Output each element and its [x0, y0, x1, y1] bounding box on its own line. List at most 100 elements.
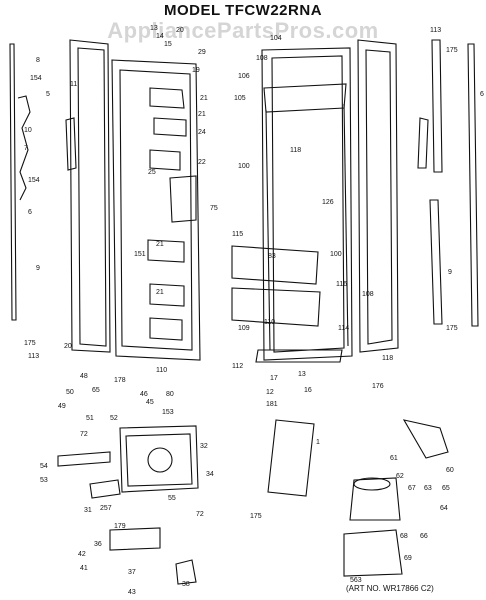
dairy-door: [263, 83, 347, 113]
callout-label: 29: [198, 49, 206, 56]
callout-label: 14: [156, 33, 164, 40]
callout-label: 178: [114, 377, 126, 384]
callout-label: 50: [66, 389, 74, 396]
callout-label: 100: [330, 251, 342, 258]
callout-label: 175: [446, 325, 458, 332]
callout-label: 83: [268, 253, 276, 260]
callout-label: 12: [266, 389, 274, 396]
freezer-door-liner: [111, 59, 201, 361]
callout-label: 15: [164, 41, 172, 48]
callout-label: 36: [94, 541, 102, 548]
callout-label: 31: [84, 507, 92, 514]
bottom-door-bin: [255, 349, 343, 363]
callout-label: 108: [256, 55, 268, 62]
callout-label: 114: [338, 325, 349, 332]
callout-label: 9: [448, 269, 452, 276]
callout-label: 43: [128, 589, 136, 596]
freezer-door-shelf: [153, 117, 187, 137]
callout-label: 63: [424, 485, 432, 492]
callout-label: 179: [114, 523, 126, 530]
right-door-gasket-strip: [467, 43, 479, 327]
dispenser-motor: [147, 447, 173, 473]
callout-label: 115: [232, 231, 243, 238]
callout-label: 13: [150, 25, 158, 32]
callout-label: 21: [200, 95, 208, 102]
left-handle: [65, 117, 77, 171]
callout-label: 8: [36, 57, 40, 64]
dispenser-grille: [89, 479, 121, 499]
callout-label: 100: [238, 163, 250, 170]
callout-label: 106: [238, 73, 250, 80]
callout-label: 61: [390, 455, 398, 462]
callout-label: 176: [372, 383, 384, 390]
callout-label: 55: [168, 495, 176, 502]
callout-label: 24: [198, 129, 206, 136]
callout-label: 6: [480, 91, 484, 98]
callout-label: 6: [28, 209, 32, 216]
callout-label: 22: [198, 159, 206, 166]
callout-label: 65: [92, 387, 100, 394]
left-door-panel: [69, 39, 111, 353]
callout-label: 66: [420, 533, 428, 540]
callout-label: 118: [382, 355, 393, 362]
callout-label: 105: [234, 95, 246, 102]
callout-label: 154: [30, 75, 42, 82]
hinge-assembly: [175, 559, 197, 585]
callout-label: 32: [200, 443, 208, 450]
left-door-gasket-strip: [9, 43, 17, 321]
dispenser-chute: [57, 451, 111, 467]
callout-label: 109: [238, 325, 250, 332]
left-door-inner-frame: [77, 47, 107, 347]
freezer-door-shelf: [149, 87, 185, 109]
callout-label: 104: [270, 35, 282, 42]
callout-label: 45: [146, 399, 154, 406]
callout-label: 54: [40, 463, 48, 470]
callout-label: 49: [58, 403, 66, 410]
callout-label: 38: [182, 581, 190, 588]
callout-label: 118: [290, 147, 301, 154]
callout-label: 108: [362, 291, 374, 298]
freezer-door-shelf: [147, 239, 185, 263]
callout-label: 21: [156, 289, 164, 296]
callout-label: 41: [80, 565, 88, 572]
callout-label: 67: [408, 485, 416, 492]
callout-label: 10: [24, 127, 32, 134]
callout-label: 42: [78, 551, 86, 558]
callout-label: 110: [264, 319, 275, 326]
fresh-food-door-liner: [261, 47, 353, 361]
callout-label: 34: [206, 471, 214, 478]
callout-label: 112: [232, 363, 243, 370]
auger-motor: [349, 477, 401, 521]
callout-label: 52: [110, 415, 118, 422]
page-title: MODEL TFCW22RNA: [163, 2, 323, 19]
callout-label: 7: [24, 145, 28, 152]
rail-left: [265, 109, 271, 351]
callout-label: 110: [156, 367, 167, 374]
callout-label: 113: [28, 353, 39, 360]
callout-label: 37: [128, 569, 136, 576]
freezer-door-shelf: [149, 317, 183, 341]
callout-label: 72: [196, 511, 204, 518]
callout-label: 113: [430, 27, 441, 34]
rail-right: [343, 103, 349, 347]
callout-label: 563: [350, 577, 362, 584]
callout-label: 126: [322, 199, 334, 206]
callout-label: 175: [446, 47, 458, 54]
left-gasket-outer: [17, 95, 31, 201]
callout-label: 21: [198, 111, 206, 118]
callout-label: 1: [316, 439, 320, 446]
callout-label: 65: [442, 485, 450, 492]
callout-label: 48: [80, 373, 88, 380]
door-bin-upper: [231, 245, 319, 285]
callout-label: 16: [304, 387, 312, 394]
callout-label: 13: [298, 371, 306, 378]
callout-label: 80: [166, 391, 174, 398]
callout-label: 60: [446, 467, 454, 474]
callout-label: 17: [270, 375, 278, 382]
callout-label: 21: [156, 241, 164, 248]
watermark-text: AppliancePartsPros.com: [107, 18, 379, 43]
callout-label: 154: [28, 177, 40, 184]
right-handle: [417, 117, 429, 169]
switch-bracket: [109, 527, 161, 551]
callout-label: 75: [210, 205, 218, 212]
